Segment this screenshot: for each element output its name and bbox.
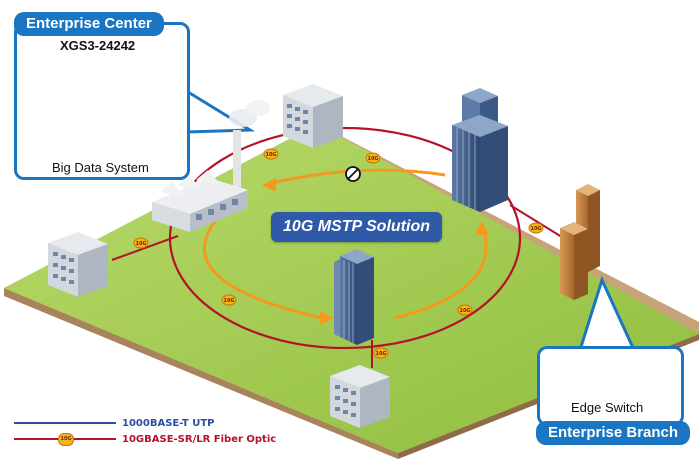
link-badge: 10G	[373, 347, 389, 359]
legend-label: 1000BASE-T UTP	[122, 417, 215, 429]
link-badge-label: 10G	[265, 152, 276, 158]
office-building-top	[283, 84, 343, 148]
office-building-bottom	[330, 365, 390, 428]
central-tower	[334, 249, 374, 345]
link-badges: 10G 10G 10G 10G 10G 10G 10G	[133, 148, 544, 359]
legend-10g-badge: 10G	[58, 433, 74, 446]
link-badge-label: 10G	[367, 156, 378, 162]
link-badge: 10G	[221, 294, 237, 306]
link-badge: 10G	[365, 152, 381, 164]
edge-switch-label: Edge Switch	[571, 400, 644, 415]
office-building-left	[48, 232, 108, 297]
legend-item-fiber: 10G 10GBASE-SR/LR Fiber Optic	[14, 431, 276, 447]
link-badge-label: 10G	[135, 241, 146, 247]
fiber-line-swatch: 10G	[14, 433, 116, 446]
link-badge: 10G	[457, 304, 473, 316]
link-badge-label: 10G	[375, 351, 386, 357]
link-badge: 10G	[133, 237, 149, 249]
link-badge: 10G	[528, 222, 544, 234]
link-badge-label: 10G	[223, 298, 234, 304]
link-badge-label: 10G	[530, 226, 541, 232]
utp-line-swatch	[14, 422, 116, 424]
glass-tower	[452, 88, 508, 212]
legend-label: 10GBASE-SR/LR Fiber Optic	[122, 433, 277, 445]
enterprise-center-title: Enterprise Center	[14, 12, 164, 36]
link-badge: 10G	[263, 148, 279, 160]
branch-brick-towers	[560, 184, 600, 300]
big-data-system-label: Big Data System	[52, 160, 149, 175]
mstp-solution-label: 10G MSTP Solution	[271, 212, 442, 242]
enterprise-branch-callout	[537, 346, 684, 426]
switch-model-label: XGS3-24242	[60, 38, 136, 53]
link-badge-label: 10G	[459, 308, 470, 314]
blocked-icon	[345, 166, 361, 182]
legend-item-utp: 1000BASE-T UTP	[14, 415, 214, 431]
flow-arrowheads	[262, 178, 489, 325]
enterprise-branch-title: Enterprise Branch	[536, 421, 691, 445]
factory-building	[152, 100, 270, 232]
